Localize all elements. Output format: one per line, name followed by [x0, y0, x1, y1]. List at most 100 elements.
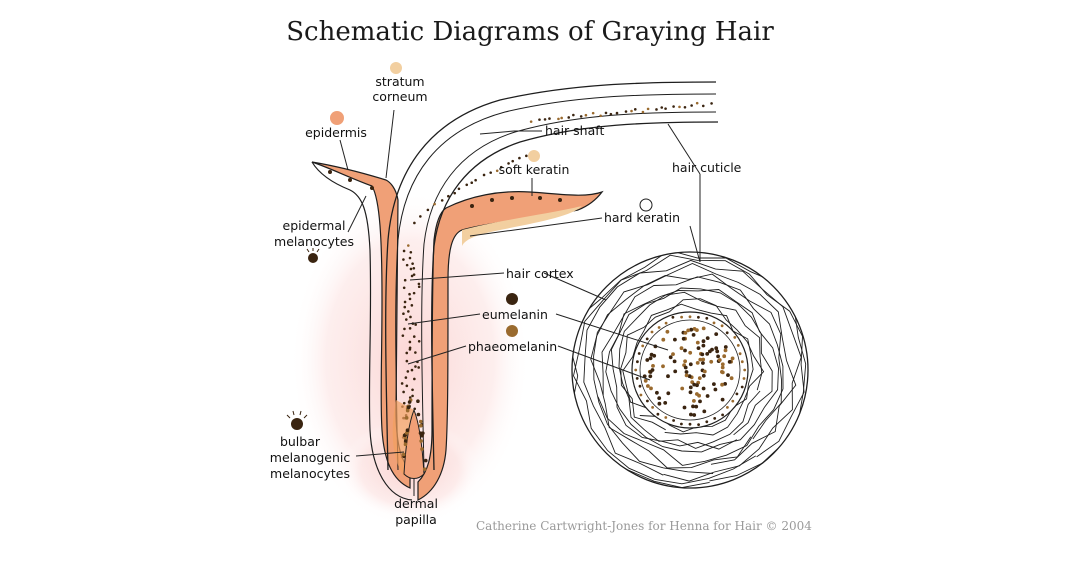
epidermal-melanocyte-dots	[328, 170, 562, 208]
cortex-dot	[440, 199, 444, 202]
cortex-dot	[402, 258, 405, 261]
melanin-granule	[743, 368, 747, 372]
cortex-dot	[411, 388, 414, 392]
melanin-granule	[648, 356, 653, 361]
bulb-melanocyte-dot	[407, 400, 412, 404]
melanin-granule	[701, 386, 706, 391]
melanin-granule	[683, 359, 687, 364]
cortex-dot	[433, 202, 436, 206]
cortex-dot	[408, 327, 412, 330]
melanin-granule	[682, 405, 687, 410]
bulbar-melanocyte-dots	[401, 398, 428, 471]
melanin-granule	[722, 354, 727, 359]
melanin-granule	[683, 348, 687, 353]
melanin-granule	[701, 326, 706, 331]
cuticle-scale	[590, 273, 782, 469]
melanin-granule	[692, 399, 696, 403]
bulb-melanocyte-dot	[406, 405, 411, 410]
cortex-dot	[560, 116, 563, 120]
melanin-granule	[698, 357, 703, 362]
melanin-granule	[650, 368, 655, 372]
cortex-dot	[624, 110, 628, 113]
soft-keratin-swatch	[528, 150, 540, 162]
bulb-melanocyte-dot	[402, 433, 407, 438]
hair-shaft-inner-right	[421, 111, 717, 471]
phaeomelanin-swatch	[506, 325, 518, 337]
cortex-dot	[672, 105, 675, 108]
melanin-granule	[688, 422, 692, 426]
melanin-granule	[729, 376, 734, 381]
cortex-dot	[412, 273, 416, 276]
bulb-melanocyte-dot	[404, 431, 409, 435]
cortex-dot	[518, 156, 521, 160]
cortex-dot	[470, 181, 474, 185]
dermal-papilla	[403, 408, 425, 479]
melanin-granule	[733, 336, 737, 339]
cortex-dot	[447, 194, 450, 198]
melanin-granule	[646, 384, 650, 388]
melanin-granule	[708, 349, 712, 354]
melanin-granule	[648, 374, 653, 379]
melanin-granule	[730, 356, 735, 361]
cortex-dot	[403, 305, 407, 309]
melanin-granule	[721, 413, 724, 417]
melanin-granule	[649, 386, 653, 391]
melanin-granule	[661, 364, 665, 369]
melanin-granule	[714, 332, 719, 336]
melanin-granule	[705, 420, 709, 424]
melanin-granule	[726, 406, 729, 409]
melanin-granule	[637, 352, 641, 355]
cortex-dot	[403, 300, 407, 304]
label-bulbar-line3: melanocytes	[270, 466, 350, 481]
cortex-dot	[511, 159, 515, 163]
melanin-granule	[645, 337, 649, 341]
melanin-granule	[666, 374, 670, 379]
melanin-granule	[684, 373, 689, 378]
melanin-granule	[643, 378, 648, 383]
label-epidermal-melanocytes-line1: epidermal	[283, 218, 346, 233]
melanin-granule	[705, 394, 710, 398]
label-soft-keratin: soft keratin	[499, 162, 570, 177]
cortex-dot	[678, 105, 681, 109]
cortex-dot	[557, 117, 560, 121]
cortex-dot	[548, 117, 551, 120]
bulb-melanocyte-dot	[405, 428, 410, 432]
epidermis-left-outer	[311, 161, 413, 501]
melanin-granule	[639, 393, 643, 397]
cortex-dot	[419, 215, 422, 218]
cortex-dot	[584, 113, 588, 117]
cortex-dot	[409, 250, 413, 254]
melanin-granule	[701, 339, 706, 344]
cortex-dot	[405, 384, 409, 388]
bulb-melanocyte-dot	[418, 419, 423, 424]
melanin-granule	[696, 346, 701, 350]
cortex-dot	[414, 351, 417, 354]
stratum-corneum-swatch	[390, 62, 402, 74]
melanin-granule	[691, 404, 695, 409]
cortex-dot	[400, 382, 404, 385]
melanin-granule	[668, 355, 673, 360]
melanin-granule	[651, 364, 655, 368]
cortex-dot	[474, 178, 477, 182]
melanin-granule	[701, 357, 706, 362]
eumelanin-swatch	[506, 293, 518, 305]
melanin-granule	[714, 346, 719, 351]
melanin-granule	[692, 413, 697, 417]
cortex-dot	[646, 107, 650, 111]
cuticle-scale	[583, 259, 802, 482]
cortex-dot	[609, 112, 613, 116]
melanin-granule	[646, 399, 649, 403]
cortex-dot	[405, 359, 409, 363]
melanin-granule	[726, 373, 730, 377]
bulb-melanocyte-dot	[418, 431, 423, 435]
melanin-granule	[671, 352, 675, 356]
cortex-circle	[631, 311, 749, 429]
cortex-dot	[543, 118, 547, 121]
cortex-dot	[409, 315, 412, 319]
melanin-granule	[671, 315, 675, 319]
cortex-dot	[401, 334, 405, 337]
bulb-melanocyte-dot	[403, 442, 408, 447]
melanin-granule	[695, 328, 699, 332]
melanin-granule	[701, 373, 706, 378]
